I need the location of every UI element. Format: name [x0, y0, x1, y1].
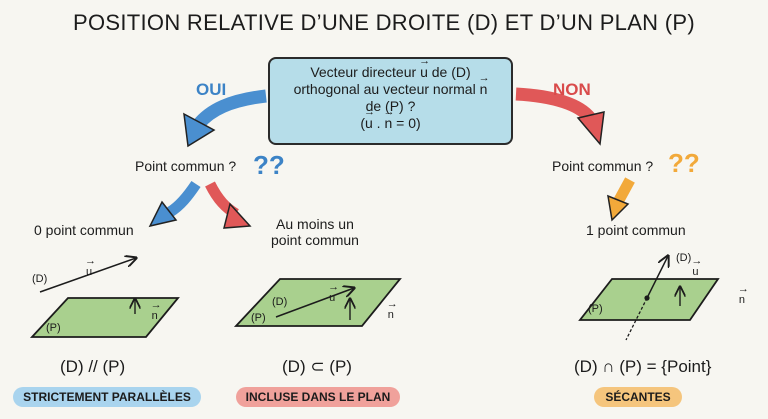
relation-included: (D) ⊂ (P) — [282, 357, 352, 376]
n-label: n — [151, 299, 162, 322]
relation-parallel: (D) // (P) — [60, 357, 126, 376]
case2-label-1: Au moins un — [276, 216, 354, 232]
case2-label-2: point commun — [271, 232, 359, 248]
line-d-2 — [275, 288, 354, 318]
u-label: u — [691, 255, 702, 278]
relation-secant: (D) ∩ (P) = {Point} — [574, 357, 712, 376]
branch-oui: OUI — [196, 80, 227, 99]
box-text: Vecteur directeur — [310, 64, 421, 80]
badge-strictement-paralleles: STRICTEMENT PARALLÈLES — [13, 387, 201, 407]
box-text: orthogonal au vecteur normal — [293, 81, 480, 97]
box-text: de (D) — [427, 64, 471, 80]
vector-u: u — [364, 104, 375, 132]
vector-n: n — [383, 104, 394, 132]
arrow-0-point — [166, 180, 201, 217]
p-label: (P) — [46, 322, 61, 334]
d-label: (D) — [32, 273, 48, 285]
non-arrowhead — [576, 111, 605, 146]
line-d-3-upper — [646, 256, 668, 299]
p-label: (P) — [588, 303, 603, 315]
oui-arrow — [192, 89, 267, 130]
box-text: = 0) — [392, 115, 421, 131]
n-label: n — [738, 283, 749, 306]
question-box: Vecteur directeur u de (D) orthogonal au… — [268, 53, 513, 145]
box-text: ( — [360, 115, 365, 131]
box-text: . — [372, 115, 385, 131]
arrow-1-point — [613, 177, 635, 205]
question-marks-icon: ?? — [668, 148, 700, 178]
left-question: Point commun ? — [135, 158, 237, 174]
vector-n: n — [479, 70, 490, 98]
question-marks-icon: ?? — [253, 150, 285, 180]
vector-u: u — [419, 53, 430, 81]
line-d-3-lower — [625, 297, 648, 341]
arrow-1-point-head — [607, 194, 630, 222]
arrow-0-point-head — [148, 200, 178, 228]
page-title: POSITION RELATIVE D’UNE DROITE (D) ET D’… — [73, 10, 695, 35]
badge-incluse: INCLUSE DANS LE PLAN — [236, 387, 400, 407]
d-label: (D) — [272, 296, 288, 308]
case3-label: 1 point commun — [586, 222, 686, 238]
plane-1 — [29, 297, 180, 338]
u-label: u — [85, 255, 96, 278]
branch-non: NON — [553, 80, 591, 99]
arrow-au-moins-head — [223, 202, 252, 229]
badge-secantes: SÉCANTES — [594, 387, 682, 407]
p-label: (P) — [251, 312, 266, 324]
case1-label: 0 point commun — [34, 222, 134, 238]
intersection-point — [644, 295, 650, 301]
u-label: u — [328, 281, 339, 304]
oui-arrowhead — [183, 112, 216, 148]
d-label: (D) — [676, 252, 692, 264]
right-question: Point commun ? — [552, 158, 654, 174]
non-arrow — [515, 87, 596, 123]
n-label: n — [387, 298, 398, 321]
plane-2 — [233, 278, 402, 327]
